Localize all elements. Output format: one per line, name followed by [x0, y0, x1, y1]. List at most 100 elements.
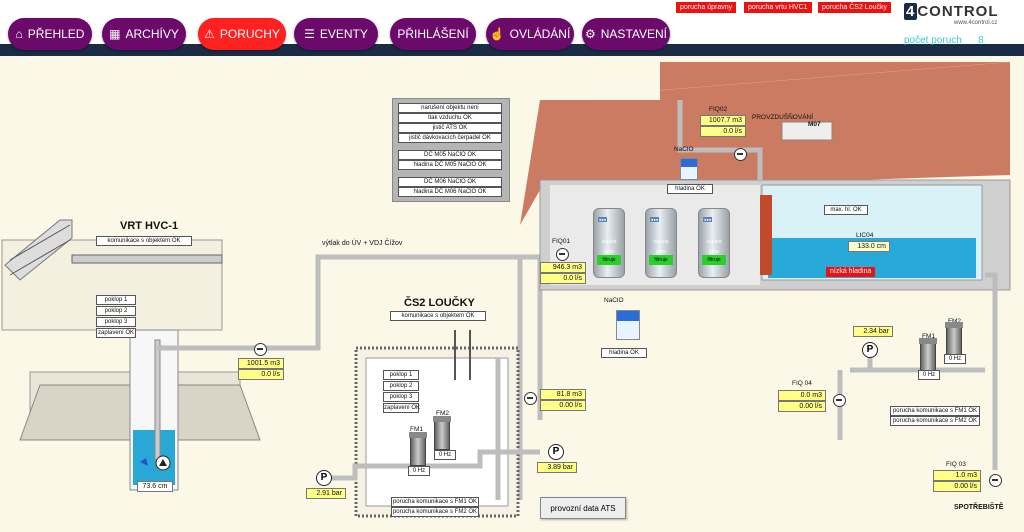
right-fm1-hz: 0 Hz [918, 370, 940, 380]
max-level-status: max. hl. OK [824, 205, 868, 215]
naclo-top-label: NaClO [674, 146, 694, 153]
vrt-title: VRT HVC-1 [120, 220, 179, 232]
alarm-badge[interactable]: porucha úpravny [676, 2, 737, 13]
cs2-title: ČS2 LOUČKY [404, 297, 475, 309]
lic04-label: LIC04 [856, 232, 874, 239]
fiq01-label: FIQ01 [552, 238, 571, 245]
naclo-bottom-level: hladina OK [601, 348, 647, 358]
flow-meter-icon [989, 474, 1002, 487]
logo-url: www.4control.cz [954, 20, 998, 26]
vrt-flood: zaplavení OK [96, 328, 136, 338]
alarm-icon: ⚠ [204, 27, 215, 41]
flow-meter-icon [556, 248, 569, 261]
right-fm2-comm: porucha komunikace s FM2 OK [890, 416, 980, 426]
fiq02-label: FIQ02 [709, 106, 728, 113]
tank-tag: ●●● [598, 217, 608, 222]
low-level-alarm: nízká hladina [826, 267, 876, 277]
cs2-comm-status: komunikace s objektem OK [390, 311, 486, 321]
m07-label: M07 [808, 121, 821, 128]
pressure-icon: P [548, 444, 564, 460]
right-fm2-hz: 0 Hz [944, 354, 966, 364]
status-line: DČ M05 NaClO OK [398, 150, 502, 160]
hand-icon: ☝ [489, 27, 505, 41]
nav-prihlaseni[interactable]: PŘIHLÁŠENÍ [390, 18, 476, 50]
cs2-fm1-hz: 0 Hz [408, 466, 430, 476]
pressure-icon: P [862, 342, 878, 358]
alarm-badge[interactable]: porucha vrtu HVC1 [744, 2, 812, 13]
right-fm1-label: FM1 [922, 333, 935, 340]
fiq03-label: FIQ 03 [946, 461, 966, 468]
status-line: hladina DČ M06 NaClO OK [398, 187, 502, 197]
vytlak-label: výtlak do ÚV + VDJ Čížov [322, 240, 403, 247]
flow-meter-icon [833, 394, 846, 407]
ats-data-button[interactable]: provozní data ATS [540, 497, 626, 519]
flow-main-ls: 0.0 l/s [238, 369, 284, 380]
cs2-fm1-label: FM1 [410, 426, 423, 433]
pump-motor-fm2[interactable] [945, 322, 963, 356]
tank-tag: ●●● [650, 217, 660, 222]
fault-count-value: 8 [978, 35, 984, 46]
lic04-value: 133.0 cm [848, 241, 890, 252]
fault-count-label: počet poruch [904, 35, 962, 46]
vrt-poklop: poklop 3 [96, 317, 136, 327]
vrt-poklop: poklop 2 [96, 306, 136, 316]
naclo-bottom-label: NaClO [604, 297, 624, 304]
flow-meter-icon [524, 392, 537, 405]
fiq01-ls: 0.0 l/s [540, 273, 586, 284]
pump-motor-fm1[interactable] [919, 338, 937, 372]
status-line: hladina DČ M05 NaClO OK [398, 160, 502, 170]
fiq02-ls: 0.0 l/s [700, 126, 746, 137]
pump-motor-fm2[interactable] [433, 416, 451, 450]
nav-poruchy[interactable]: ⚠PORUCHY [198, 18, 286, 50]
status-line: narušení objektu není [398, 103, 502, 113]
cs2-pressure-right: 3.89 bar [537, 462, 577, 473]
cs2-poklop: poklop 1 [383, 370, 419, 380]
vrt-comm-status: komunikace s objektem OK [96, 236, 192, 246]
nav-ovladani[interactable]: ☝OVLÁDÁNÍ [486, 18, 574, 50]
fiq02-m3: 1007.7 m3 [700, 115, 746, 126]
status-line: jistič dávkovacích čerpadel OK [398, 133, 502, 143]
naclo-top-level: hladina OK [667, 184, 713, 194]
status-line: tlak vzduchu OK [398, 113, 502, 123]
fiq04-label: FIQ 04 [792, 380, 812, 387]
tank-tag: ●●● [703, 217, 713, 222]
cs2-flow-m3: 81.8 m3 [540, 389, 586, 400]
cs2-fm2-comm: porucha komunikace s FM2 OK [391, 507, 479, 517]
nav-prehled[interactable]: ⌂PŘEHLED [8, 18, 92, 50]
nav-eventy[interactable]: ☰EVENTY [294, 18, 378, 50]
dosing-tank-icon [680, 158, 698, 180]
cs2-fm2-label: FM2 [436, 410, 449, 417]
vrt-level: 73.6 cm [137, 481, 173, 492]
fiq04-m3: 0.0 m3 [778, 390, 826, 401]
provzdus-label: PROVZDUŠŇOVÁNÍ [752, 114, 814, 121]
home-icon: ⌂ [15, 27, 23, 41]
spotrebiste-label: SPOTŘEBIŠTĚ [954, 504, 1004, 511]
pump-motor-fm1[interactable] [409, 432, 427, 466]
dosing-tank-icon [616, 310, 640, 340]
cs2-poklop: poklop 3 [383, 392, 419, 402]
cs2-flow-ls: 0.00 l/s [540, 400, 586, 411]
flow-meter-icon [254, 343, 267, 356]
vrt-poklop: poklop 1 [96, 295, 136, 305]
fiq04-ls: 0.00 l/s [778, 401, 826, 412]
status-line: jistič ATS OK [398, 123, 502, 133]
list-icon: ☰ [304, 27, 315, 41]
flow-main-m3: 1001.5 m3 [238, 358, 284, 369]
cs2-poklop: poklop 2 [383, 381, 419, 391]
cs2-fm1-comm: porucha komunikace s FM1 OK [391, 497, 479, 507]
alarm-badge[interactable]: porucha ČS2 Loučky [818, 2, 891, 13]
gears-icon: ⚙ [585, 27, 596, 41]
status-line: DČ M06 NaClO OK [398, 177, 502, 187]
nav-archivy[interactable]: ▦ARCHÍVY [102, 18, 186, 50]
cs2-fm2-hz: 0 Hz [434, 450, 456, 460]
right-fm1-comm: porucha komunikace s FM1 OK [890, 406, 980, 416]
nav-nastaveni[interactable]: ⚙NASTAVENÍ [582, 18, 670, 50]
vrt-building [1, 219, 261, 491]
right-pressure: 2.34 bar [853, 326, 893, 337]
